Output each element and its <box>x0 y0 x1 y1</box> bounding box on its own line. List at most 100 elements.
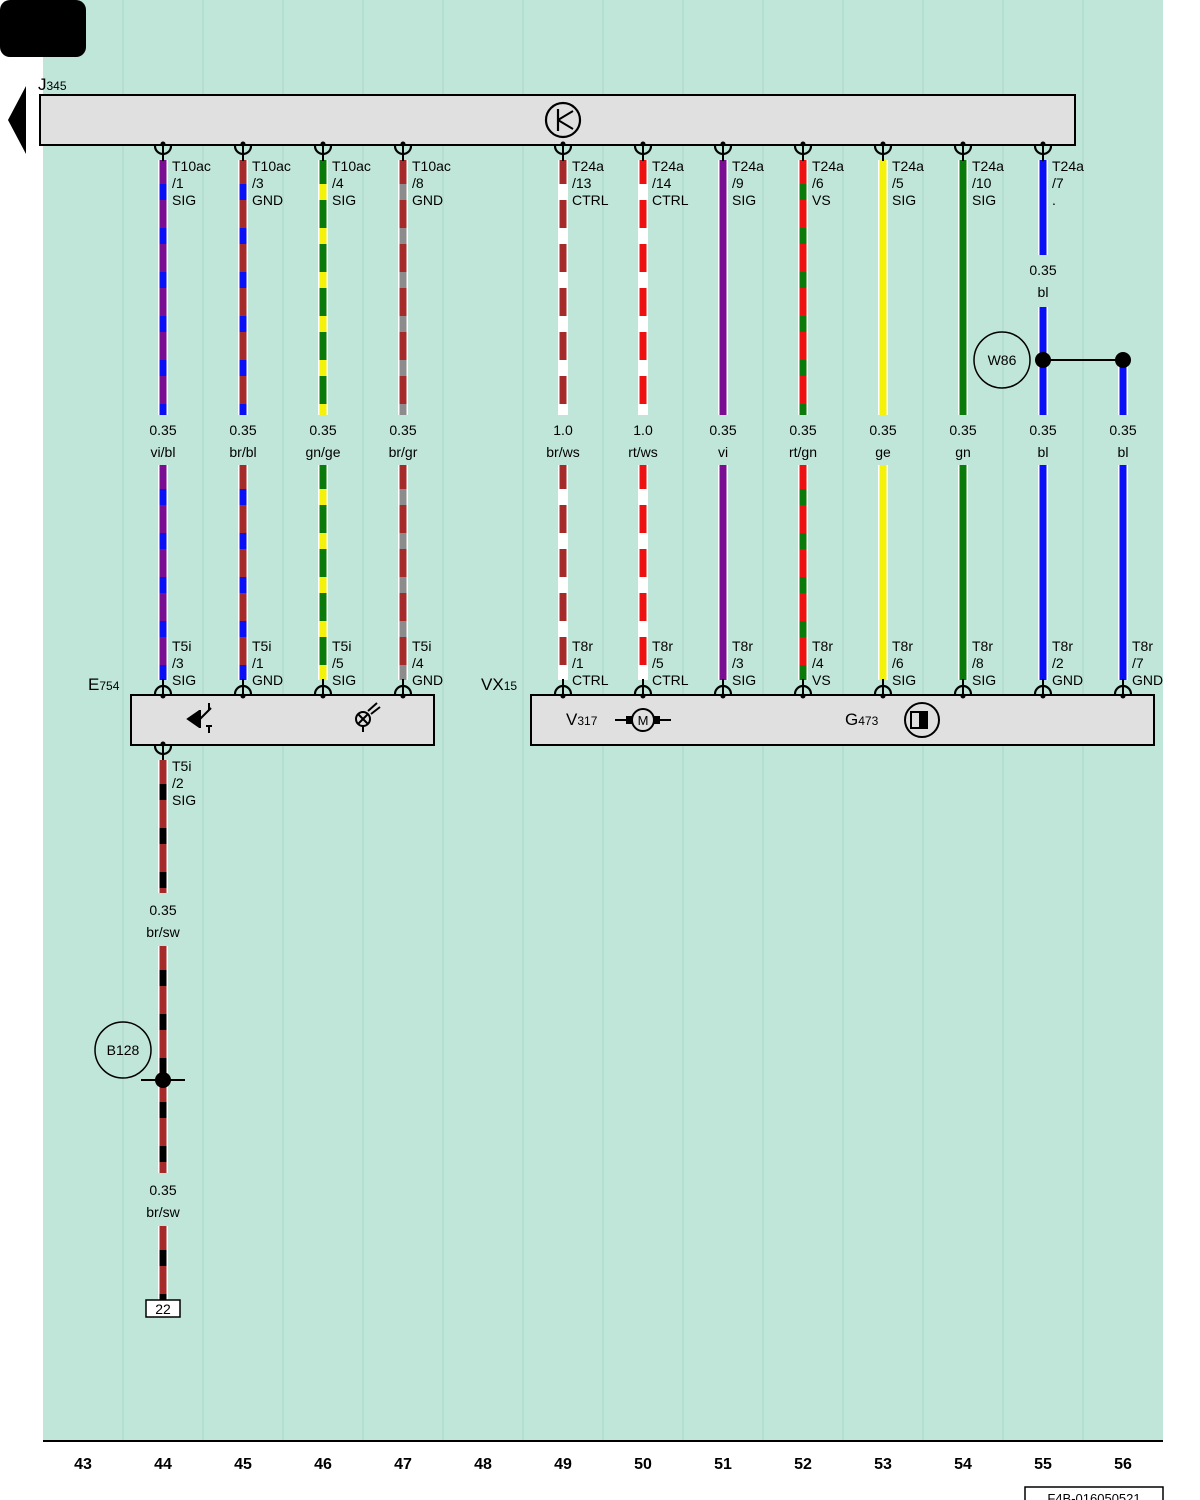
pin-connector <box>153 741 173 761</box>
pin-dot <box>1120 693 1126 699</box>
pin-connector <box>633 679 653 699</box>
wire-stripe <box>159 489 167 505</box>
pin-dot <box>720 141 726 147</box>
wire-core <box>799 465 807 680</box>
bottom-signal: SIG <box>732 672 756 688</box>
wire-segment-bottom <box>958 465 968 680</box>
column-number-55: 55 <box>1034 1456 1052 1473</box>
pin-dot <box>720 693 726 699</box>
wire-stripe <box>319 621 327 637</box>
pin-connector <box>1033 141 1053 161</box>
pin-dot <box>160 741 166 747</box>
wire-stripe <box>559 360 567 376</box>
bottom-pin: /4 <box>812 655 824 671</box>
bottom-signal: SIG <box>332 672 356 688</box>
wire-core <box>239 465 247 680</box>
column-number-49: 49 <box>554 1456 572 1473</box>
wire-stripe <box>239 228 247 244</box>
bottom-connector: T8r <box>812 638 833 654</box>
v317-label: V317 <box>566 710 598 729</box>
previous-page-arrow[interactable] <box>8 86 26 154</box>
pin-connector <box>713 679 733 699</box>
wire-gauge: 0.35 <box>789 422 816 438</box>
top-connector: T24a <box>732 158 764 174</box>
wire-segment-top <box>238 160 248 415</box>
top-pin: /5 <box>892 175 904 191</box>
bottom-signal: SIG <box>972 672 996 688</box>
wire-core <box>719 160 727 415</box>
bottom-pin: /3 <box>732 655 744 671</box>
wire-stripe <box>799 489 807 505</box>
wire-segment-bottom <box>318 465 328 680</box>
pushbutton-switch-icon <box>186 703 212 733</box>
wire-stripe <box>399 228 407 244</box>
bottom-pin: /1 <box>252 655 264 671</box>
wire-stripe <box>159 533 167 549</box>
top-pin: /3 <box>252 175 264 191</box>
control-unit-icon <box>544 101 582 139</box>
wire-segment-top <box>558 160 568 415</box>
pin-dot <box>1040 693 1046 699</box>
pin-connector <box>953 141 973 161</box>
wire-gauge-upper: 0.35 <box>1029 262 1056 278</box>
wire-stripe <box>319 404 327 415</box>
wire-color-code: br/gr <box>389 444 418 460</box>
wire-stripe <box>159 1014 167 1030</box>
wire-segment-top <box>798 160 808 415</box>
wire-stripe <box>559 316 567 332</box>
wire-gauge: 0.35 <box>229 422 256 438</box>
wire-core <box>1119 465 1127 680</box>
wire-segment-top <box>1038 160 1048 255</box>
wire-core <box>159 760 167 893</box>
bottom-pin: /6 <box>892 655 904 671</box>
pin-connector <box>233 141 253 161</box>
top-pin: /8 <box>412 175 424 191</box>
pin-dot <box>960 693 966 699</box>
top-signal: CTRL <box>652 192 689 208</box>
wire-stripe <box>159 1058 167 1074</box>
pin-dot <box>240 693 246 699</box>
wire-stripe <box>159 970 167 986</box>
top-connector: T24a <box>652 158 684 174</box>
pin-connector <box>153 141 173 161</box>
bottom-pin: /4 <box>412 655 424 671</box>
pin-connector <box>953 679 973 699</box>
wire-stripe <box>559 272 567 288</box>
wire-stripe <box>799 184 807 200</box>
wire-stripe <box>159 272 167 288</box>
bottom-signal: GND <box>1132 672 1163 688</box>
wire-color-upper: bl <box>1038 284 1049 300</box>
doc-id-box <box>1024 1486 1164 1500</box>
column-number-43: 43 <box>74 1456 92 1473</box>
top-signal: GND <box>252 192 283 208</box>
ground-segment-1 <box>158 760 168 893</box>
pin-connector <box>233 679 253 699</box>
w86-label: W86 <box>988 352 1017 368</box>
wire-core <box>959 465 967 680</box>
wire-stripe <box>159 665 167 680</box>
top-pin: /7 <box>1052 175 1064 191</box>
ground-color-1: br/sw <box>146 924 180 940</box>
wire-stripe <box>159 577 167 593</box>
pin-connector <box>553 141 573 161</box>
svg-text:M: M <box>638 713 649 728</box>
wire-segment-top <box>1118 360 1128 415</box>
wire-stripe <box>639 533 647 549</box>
terminal-box <box>145 1299 181 1318</box>
wire-stripe <box>159 828 167 844</box>
wire-segment-bottom <box>558 465 568 680</box>
column-number-46: 46 <box>314 1456 332 1473</box>
top-pin: /10 <box>972 175 992 191</box>
wire-stripe <box>559 184 567 200</box>
bottom-signal: GND <box>412 672 443 688</box>
bottom-pin: /5 <box>652 655 664 671</box>
top-connector: T10ac <box>252 158 291 174</box>
wire-stripe <box>799 272 807 288</box>
page-tab <box>0 0 86 57</box>
top-pin: /14 <box>652 175 672 191</box>
